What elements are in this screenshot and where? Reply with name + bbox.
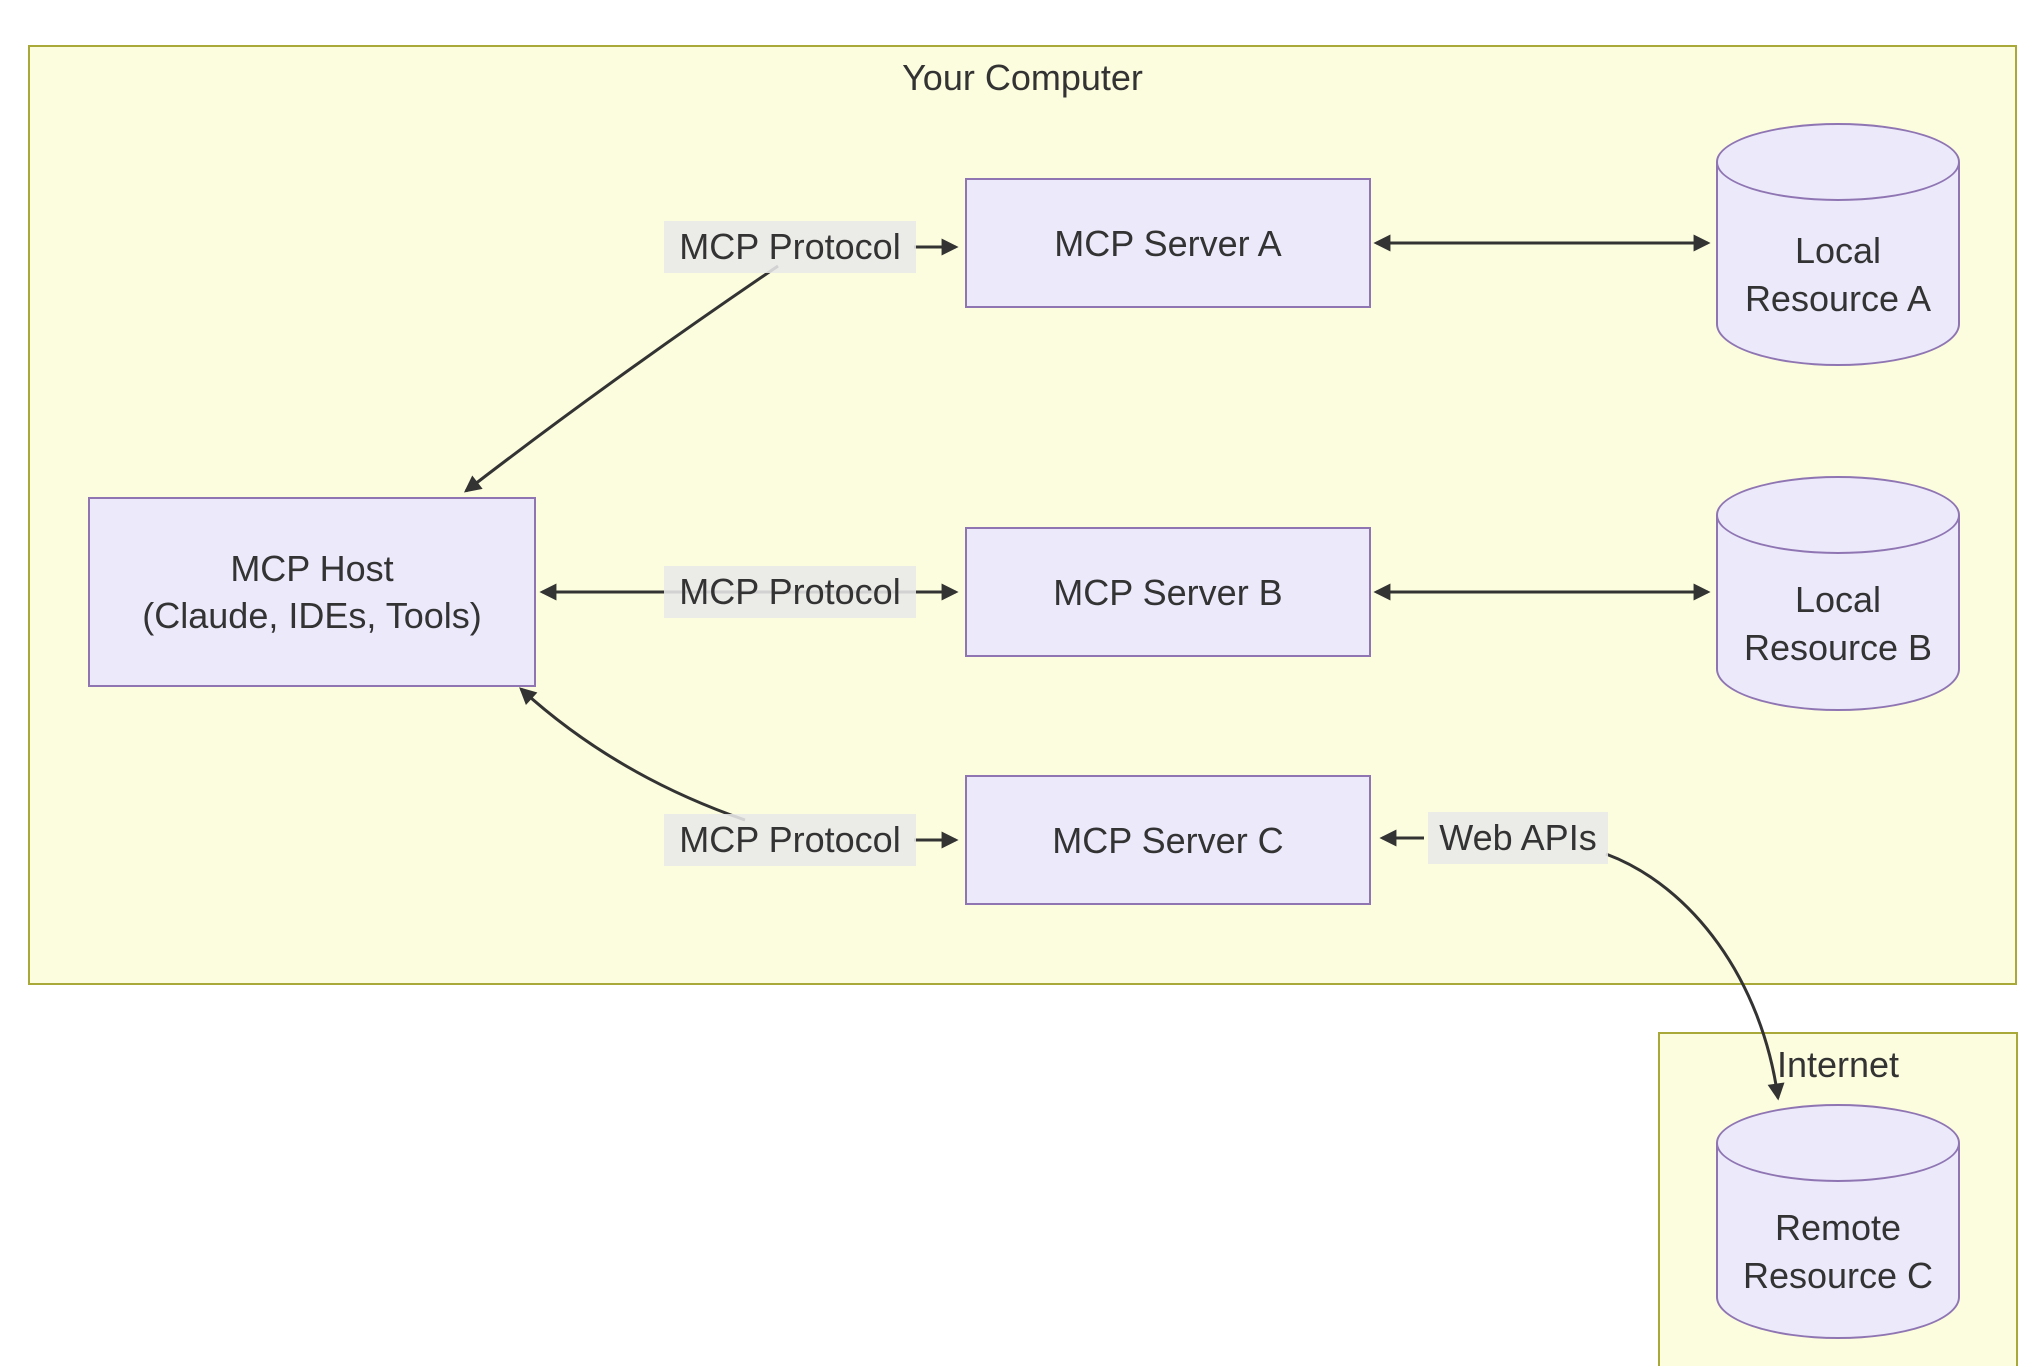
cylinder-top (1716, 1104, 1960, 1182)
mcp-server-b-label: MCP Server B (1053, 571, 1283, 613)
local-resource-a-cylinder: Local Resource A (1716, 123, 1960, 366)
your-computer-title: Your Computer (902, 57, 1143, 98)
remote-resource-c-label-line1: Remote (1774, 1206, 1902, 1248)
remote-resource-c-label-line2: Resource C (1742, 1254, 1934, 1296)
mcp-server-a-node: MCP Server A (965, 178, 1371, 308)
cylinder-top (1716, 476, 1960, 554)
mcp-host-label-line1: MCP Host (230, 548, 394, 589)
cylinder-top (1716, 123, 1960, 201)
edge-label-mcp-protocol-a: MCP Protocol (664, 221, 916, 273)
edge-label-web-apis: Web APIs (1428, 812, 1608, 864)
mcp-host-label-line2: (Claude, IDEs, Tools) (142, 595, 482, 636)
local-resource-b-label-line1: Local (1794, 578, 1882, 620)
internet-title: Internet (1776, 1044, 1900, 1085)
mcp-server-c-label: MCP Server C (1052, 819, 1284, 861)
mcp-server-c-node: MCP Server C (965, 775, 1371, 905)
remote-resource-c-cylinder: Remote Resource C (1716, 1104, 1960, 1339)
local-resource-a-label-line1: Local (1794, 229, 1882, 271)
edge-label-mcp-protocol-b: MCP Protocol (664, 566, 916, 618)
local-resource-b-label-line2: Resource B (1743, 626, 1933, 668)
mcp-server-b-node: MCP Server B (965, 527, 1371, 657)
local-resource-b-cylinder: Local Resource B (1716, 476, 1960, 711)
mcp-server-a-label: MCP Server A (1054, 222, 1282, 264)
local-resource-a-label-line2: Resource A (1744, 277, 1932, 319)
mcp-host-node: MCP Host (Claude, IDEs, Tools) (88, 497, 536, 687)
edge-label-mcp-protocol-c: MCP Protocol (664, 814, 916, 866)
